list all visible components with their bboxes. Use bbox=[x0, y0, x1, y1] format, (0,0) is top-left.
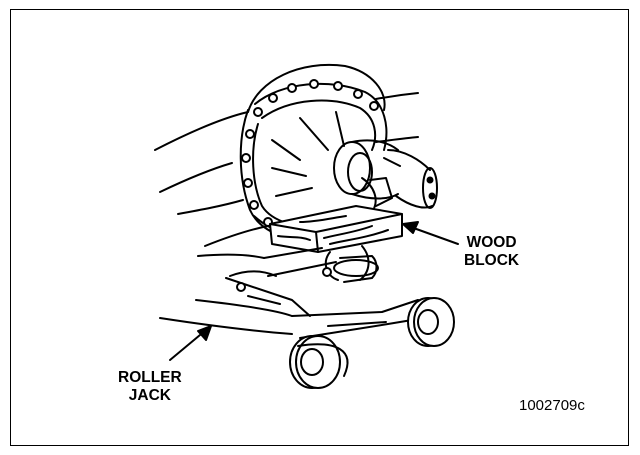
callout-roller-jack: ROLLER JACK bbox=[118, 369, 182, 405]
figure-reference-number: 1002709c bbox=[519, 397, 585, 414]
wood-block-arrowhead bbox=[402, 221, 419, 234]
callout-roller-jack-line1: ROLLER bbox=[118, 369, 182, 386]
callout-wood-block-line2: BLOCK bbox=[464, 252, 520, 269]
roller-jack-leader bbox=[169, 329, 207, 361]
roller-jack bbox=[159, 245, 455, 389]
callout-wood-block: WOOD BLOCK bbox=[464, 234, 519, 270]
wood-block bbox=[269, 205, 403, 253]
callout-roller-jack-line2: JACK bbox=[128, 387, 171, 404]
callout-wood-block-line1: WOOD bbox=[466, 234, 517, 251]
wood-block-leader bbox=[407, 225, 459, 245]
axle-housing bbox=[154, 64, 419, 247]
leader-arrows bbox=[169, 221, 459, 361]
figure-frame bbox=[10, 9, 629, 446]
pinion-yoke bbox=[333, 139, 438, 218]
roller-jack-arrowhead bbox=[197, 325, 212, 341]
